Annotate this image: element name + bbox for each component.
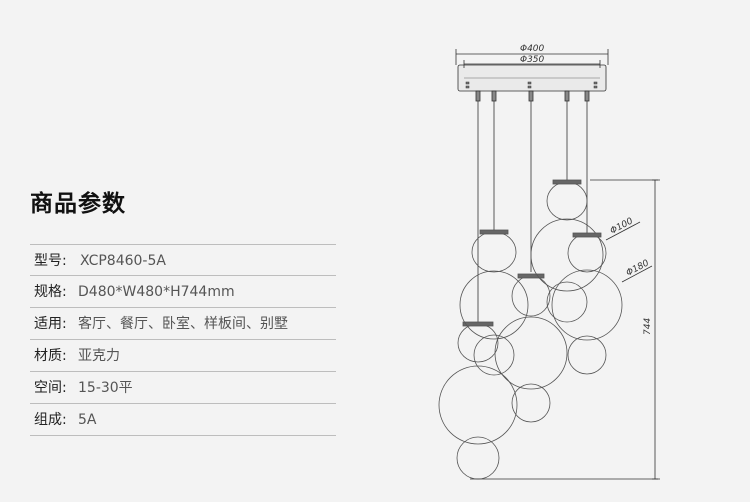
pendant-c [494,273,568,423]
spec-label: 材质: [34,348,67,364]
spec-panel: 商品参数 型号: XCP8460-5A 规格: D480*W480*H744mm… [0,0,340,502]
dim-large-sphere: Φ180 [625,258,651,278]
spec-label: 空间: [34,380,67,396]
spec-label: 规格: [34,284,67,300]
spec-value: 15-30平 [78,380,133,396]
spec-title: 商品参数 [30,191,126,217]
spec-value: D480*W480*H744mm [78,284,235,300]
dim-small-sphere: Φ100 [609,216,635,236]
spec-value: 客厅、餐厅、卧室、样板间、别墅 [78,316,288,332]
spec-value: 5A [78,412,97,428]
spec-row-composition: 组成: 5A [30,404,336,436]
dim-canopy-outer: Φ400 [520,44,545,54]
pendant-e [551,232,623,375]
dim-canopy-inner: Φ350 [520,55,545,65]
spec-value: XCP8460-5A [80,253,166,269]
spec-row-space: 空间: 15-30平 [30,372,336,404]
spec-value: 亚克力 [78,348,120,364]
pendant-a [438,321,518,480]
spec-row-material: 材质: 亚克力 [30,340,336,372]
pendant-b [459,229,529,376]
spec-row-usage: 适用: 客厅、餐厅、卧室、样板间、别墅 [30,308,336,340]
spec-row-model: 型号: XCP8460-5A [30,244,336,276]
spec-row-size: 规格: D480*W480*H744mm [30,276,336,308]
pendant-d [530,179,604,323]
dim-height: 744 [643,318,653,335]
spec-label: 组成: [34,412,67,428]
spec-label: 型号: [34,253,67,269]
spec-label: 适用: [34,316,67,332]
